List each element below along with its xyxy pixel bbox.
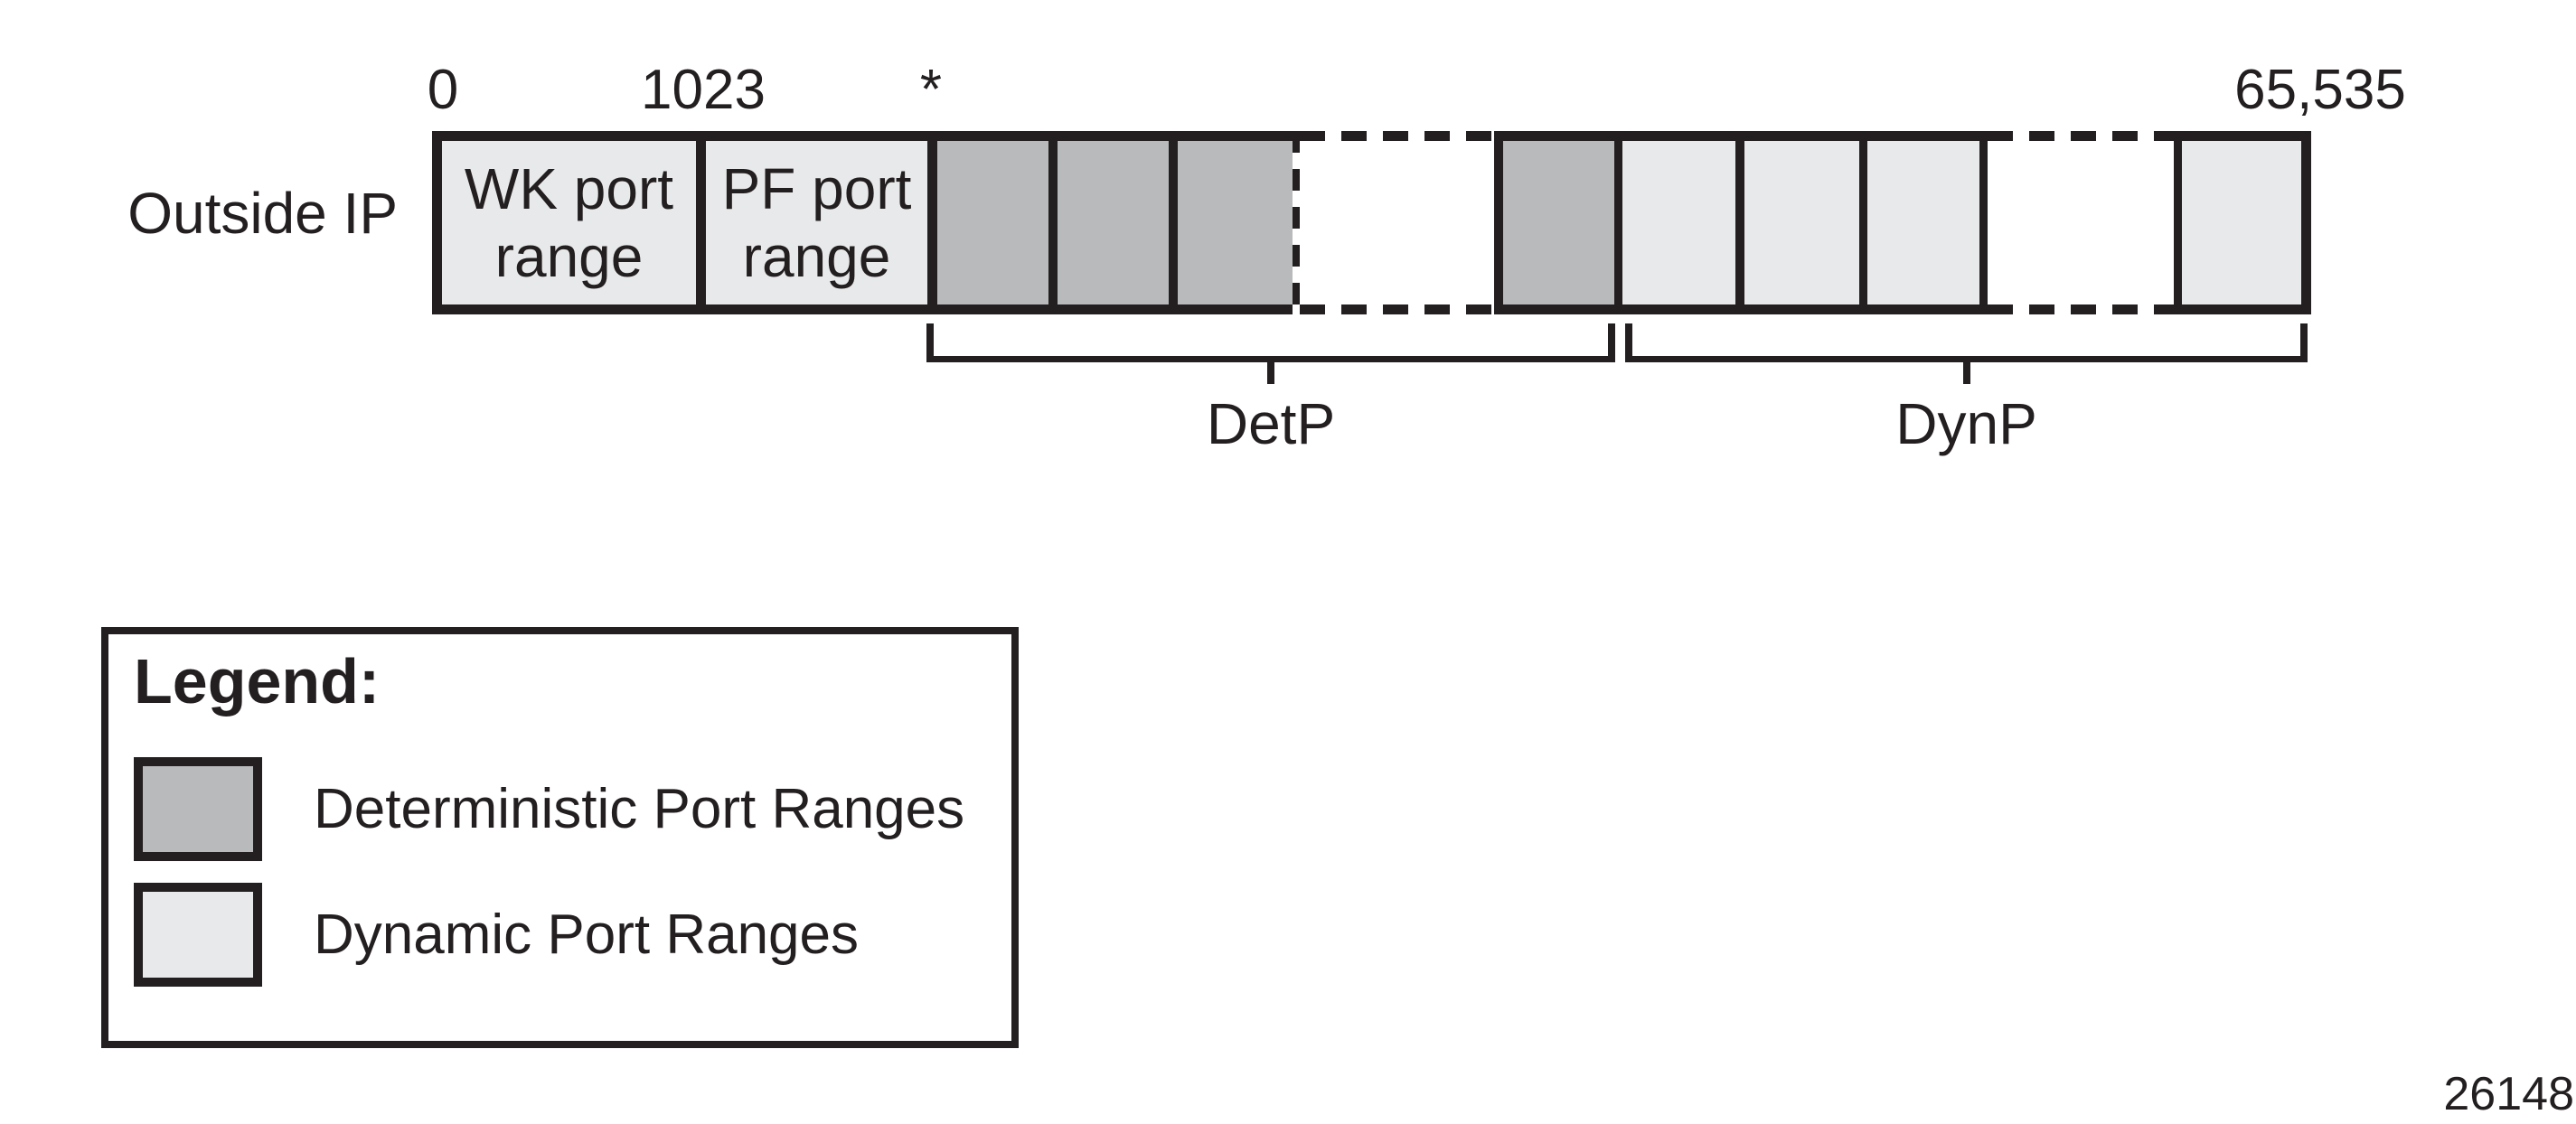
dynamic-port-cell xyxy=(2182,141,2301,304)
cell-label-line: range xyxy=(742,223,891,289)
bracket-center-tick xyxy=(1267,362,1274,384)
scale-label-65535: 65,535 xyxy=(2234,59,2406,121)
cell-label-line: PF port xyxy=(721,155,912,221)
bar-bottom-edge xyxy=(1744,304,1859,314)
bracket-line xyxy=(1625,356,2308,362)
scale-label-1023: 1023 xyxy=(641,59,766,121)
bracket-tick-right xyxy=(1608,323,1615,362)
bar-top-edge xyxy=(1859,131,1867,141)
scale-label-det-start-asterisk: * xyxy=(919,59,943,121)
cell-divider xyxy=(2174,141,2182,304)
detp-label: DetP xyxy=(1206,391,1336,456)
bar-top-edge xyxy=(1494,131,1503,141)
deterministic-port-cell xyxy=(1058,141,1169,304)
bar-bottom-edge xyxy=(1867,304,1979,314)
bar-top-edge xyxy=(927,131,937,141)
bar-bottom-edge xyxy=(706,304,927,314)
bar-bottom-edge xyxy=(927,304,937,314)
legend-item-deterministic: Deterministic Port Ranges xyxy=(134,757,964,861)
bar-top-edge xyxy=(2182,131,2301,141)
bar-bottom-edge xyxy=(1622,304,1735,314)
dynp-bracket: DynP xyxy=(1625,323,2308,459)
deterministic-port-cell xyxy=(937,141,1048,304)
bar-bottom-edge xyxy=(442,304,696,314)
bar-bottom-edge xyxy=(1735,304,1744,314)
cell-divider xyxy=(1979,141,1988,304)
bar-top-edge xyxy=(1867,131,1979,141)
bar-bottom-edge xyxy=(1988,304,2174,314)
bar-top-edge xyxy=(1735,131,1744,141)
bracket-center-tick xyxy=(1962,362,1970,384)
legend-item-label: Deterministic Port Ranges xyxy=(314,777,965,840)
cell-label-line: range xyxy=(494,223,644,289)
bar-bottom-edge xyxy=(1058,304,1169,314)
bar-left-border xyxy=(432,131,442,314)
outside-ip-label: Outside IP xyxy=(127,181,398,246)
dynamic-port-cell xyxy=(1867,141,1979,304)
bar-top-edge xyxy=(706,131,927,141)
bar-bottom-edge xyxy=(1048,304,1058,314)
deterministic-port-cell xyxy=(1503,141,1614,304)
legend-box: Legend: Deterministic Port Ranges Dynami… xyxy=(101,627,1019,1048)
scale-label-zero: 0 xyxy=(427,59,459,121)
bar-top-edge xyxy=(1744,131,1859,141)
cell-label-line: WK port xyxy=(464,155,674,221)
legend-item-label: Dynamic Port Ranges xyxy=(314,903,860,966)
bar-top-edge xyxy=(696,131,706,141)
cell-divider xyxy=(1169,141,1178,304)
dynamic-swatch xyxy=(134,883,262,987)
bracket-tick-left xyxy=(1625,323,1632,362)
bar-bottom-edge xyxy=(2182,304,2301,314)
legend-item-dynamic: Dynamic Port Ranges xyxy=(134,883,859,987)
bar-bottom-edge xyxy=(1300,304,1494,314)
bar-top-edge xyxy=(442,131,696,141)
bar-bottom-edge xyxy=(2174,304,2182,314)
bracket-tick-right xyxy=(2300,323,2308,362)
bar-top-edge xyxy=(1058,131,1169,141)
bar-top-edge xyxy=(1503,131,1614,141)
deterministic-swatch xyxy=(134,757,262,861)
bar-top-edge xyxy=(1988,131,2174,141)
cell-divider xyxy=(1735,141,1744,304)
bracket-line xyxy=(926,356,1615,362)
bar-top-edge xyxy=(1979,131,1988,141)
cell-divider xyxy=(1614,141,1622,304)
bar-bottom-edge xyxy=(1859,304,1867,314)
bar-bottom-edge xyxy=(1503,304,1614,314)
bar-top-edge xyxy=(1048,131,1058,141)
dynp-label: DynP xyxy=(1895,391,2037,456)
cell-divider xyxy=(1859,141,1867,304)
legend-title: Legend: xyxy=(134,646,381,717)
bar-bottom-edge xyxy=(1979,304,1988,314)
bar-bottom-edge xyxy=(1494,304,1503,314)
bar-top-edge xyxy=(1169,131,1178,141)
bar-bottom-edge xyxy=(1178,304,1293,314)
bar-bottom-edge xyxy=(696,304,706,314)
detp-bracket: DetP xyxy=(926,323,1615,459)
bar-bottom-edge xyxy=(937,304,1048,314)
figure-number: 26148 xyxy=(2443,1068,2574,1120)
bar-top-edge xyxy=(1622,131,1735,141)
dynamic-port-cell xyxy=(1622,141,1735,304)
cell-divider xyxy=(1494,141,1503,304)
bar-top-edge xyxy=(1178,131,1293,141)
deterministic-port-cell xyxy=(1178,141,1293,304)
bar-top-edge xyxy=(2174,131,2182,141)
bar-bottom-edge xyxy=(1614,304,1622,314)
bar-top-edge xyxy=(1300,131,1494,141)
bar-top-edge xyxy=(1614,131,1622,141)
cell-divider xyxy=(696,141,706,304)
bar-right-border xyxy=(2301,131,2311,314)
bar-bottom-edge xyxy=(1169,304,1178,314)
dashed-cell-divider xyxy=(1293,131,1300,314)
cell-divider xyxy=(927,141,937,304)
bar-top-edge xyxy=(937,131,1048,141)
cell-divider xyxy=(1048,141,1058,304)
bracket-tick-left xyxy=(926,323,934,362)
dynamic-port-cell xyxy=(1744,141,1859,304)
